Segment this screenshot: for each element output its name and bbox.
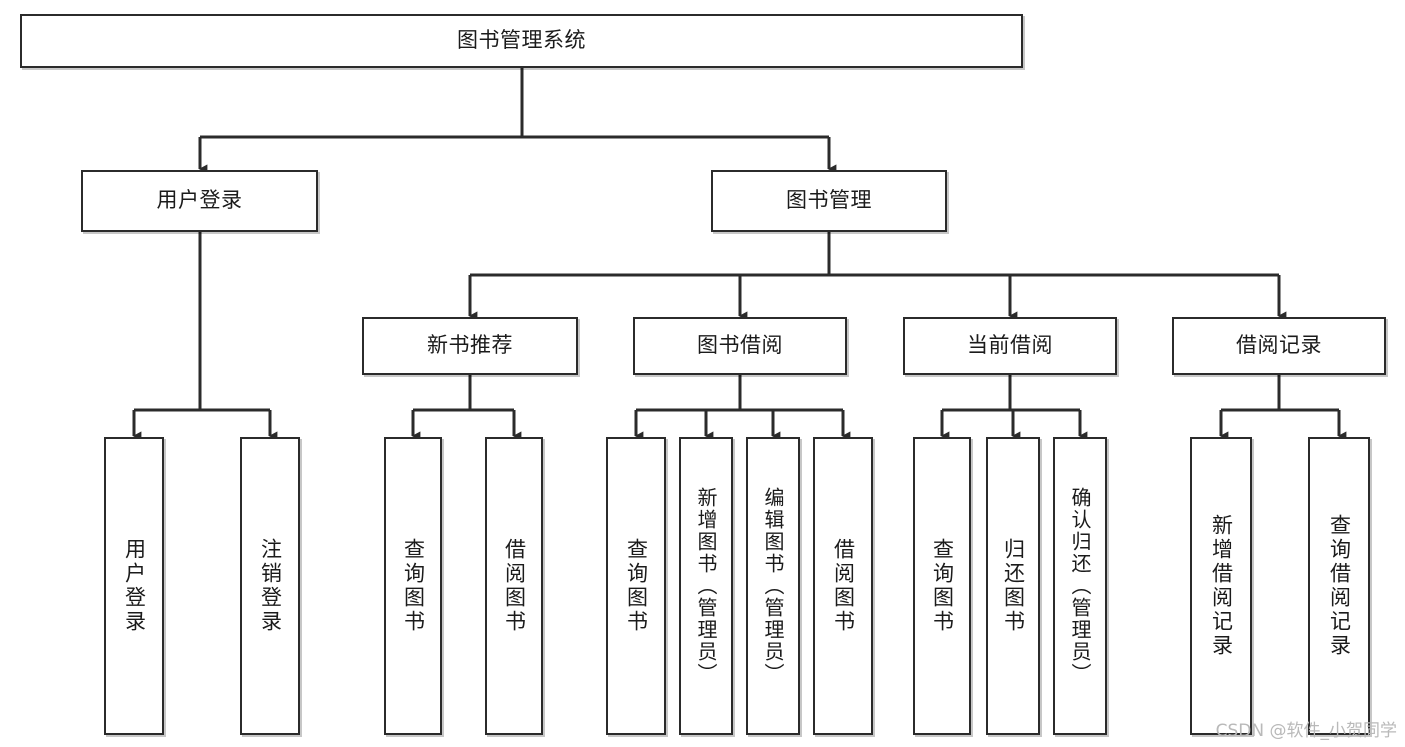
node-label: 图书借阅 [697, 333, 783, 358]
node-leaf-q-book-2[interactable]: 查询图书 [606, 437, 666, 735]
node-label: 用户登录 [156, 188, 243, 213]
node-label: 查询图书 [401, 538, 426, 634]
node-label: 当前借阅 [967, 333, 1053, 358]
node-root[interactable]: 图书管理系统 [20, 14, 1023, 68]
node-leaf-return[interactable]: 归还图书 [986, 437, 1040, 735]
node-leaf-confirm[interactable]: 确认归还（管理员） [1053, 437, 1107, 735]
node-leaf-borrow-1[interactable]: 借阅图书 [485, 437, 543, 735]
node-leaf-add-rec[interactable]: 新增借阅记录 [1190, 437, 1252, 735]
node-label: 确认归还（管理员） [1068, 487, 1092, 685]
node-label: 借阅图书 [831, 538, 856, 634]
node-label: 新增借阅记录 [1209, 514, 1234, 658]
node-leaf-logout[interactable]: 注销登录 [240, 437, 300, 735]
node-label: 编辑图书（管理员） [761, 487, 785, 685]
node-label: 查询借阅记录 [1327, 514, 1352, 658]
node-book-manage[interactable]: 图书管理 [711, 170, 947, 232]
node-label: 注销登录 [258, 538, 283, 634]
node-label: 新增图书（管理员） [694, 487, 718, 685]
node-label: 查询图书 [624, 538, 649, 634]
node-leaf-borrow-2[interactable]: 借阅图书 [813, 437, 873, 735]
connector-lines [132, 68, 1347, 441]
node-leaf-q-book-1[interactable]: 查询图书 [384, 437, 442, 735]
node-leaf-user-login[interactable]: 用户登录 [104, 437, 164, 735]
node-leaf-edit-book[interactable]: 编辑图书（管理员） [746, 437, 800, 735]
node-book-borrow[interactable]: 图书借阅 [633, 317, 847, 375]
node-borrow-record[interactable]: 借阅记录 [1172, 317, 1386, 375]
node-new-book-rec[interactable]: 新书推荐 [362, 317, 578, 375]
node-label: 新书推荐 [427, 333, 513, 358]
node-label: 用户登录 [122, 538, 147, 634]
node-user-login[interactable]: 用户登录 [81, 170, 318, 232]
node-leaf-q-rec[interactable]: 查询借阅记录 [1308, 437, 1370, 735]
node-label: 查询图书 [930, 538, 955, 634]
node-leaf-add-book[interactable]: 新增图书（管理员） [679, 437, 733, 735]
node-label: 图书管理系统 [457, 28, 586, 53]
node-current-borrow[interactable]: 当前借阅 [903, 317, 1117, 375]
node-label: 借阅图书 [502, 538, 527, 634]
node-label: 图书管理 [786, 188, 872, 213]
node-label: 归还图书 [1001, 538, 1026, 634]
node-label: 借阅记录 [1236, 333, 1322, 358]
node-leaf-q-book-3[interactable]: 查询图书 [913, 437, 971, 735]
